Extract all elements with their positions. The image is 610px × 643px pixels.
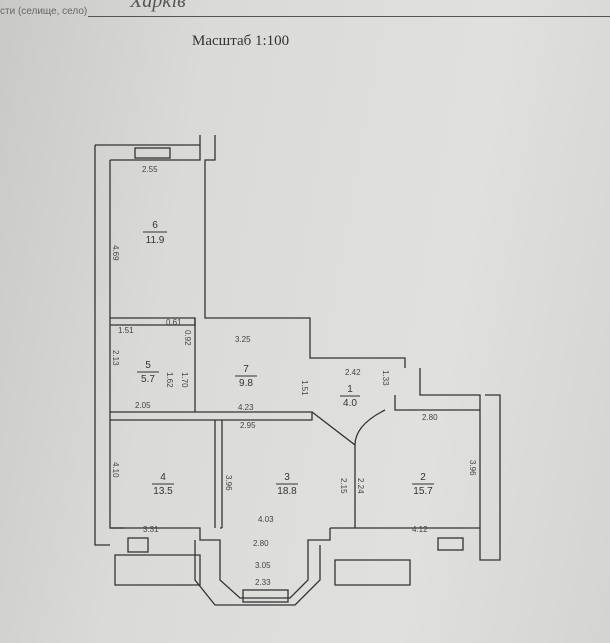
dimension-label: 2.33 <box>255 578 271 587</box>
dimension-label: 2.80 <box>253 539 269 548</box>
dimension-label: 4.03 <box>258 515 274 524</box>
dimension-label: 3.96 <box>224 475 233 491</box>
dimension-label: 0.61 <box>166 318 182 327</box>
outer-wall-left <box>94 145 125 546</box>
dimension-label: 4.12 <box>412 525 428 534</box>
room-area: 13.5 <box>153 486 173 497</box>
window <box>437 537 464 551</box>
window <box>127 537 149 553</box>
dimension-label: 3.05 <box>255 561 271 570</box>
room-number: 5 <box>145 360 151 371</box>
room-1: 14.0 <box>340 384 360 409</box>
dimension-label: 3.96 <box>468 460 477 476</box>
locality-field-label: сти (селище, село) <box>0 6 88 17</box>
room-number: 2 <box>420 472 426 483</box>
window <box>242 589 289 603</box>
room-5: 55.7 <box>137 360 159 385</box>
window <box>134 147 171 159</box>
bay-window <box>110 527 411 606</box>
dimension-label: 1.33 <box>381 370 390 386</box>
dimension-label: 1.62 <box>165 372 174 388</box>
room-6: 611.9 <box>143 220 167 246</box>
room-number: 4 <box>160 472 166 483</box>
room-area: 11.9 <box>146 235 165 246</box>
room-area: 15.7 <box>413 486 433 497</box>
dimension-label: 2.55 <box>142 165 158 174</box>
room-area: 9.8 <box>239 378 253 389</box>
dimension-label: 2.42 <box>345 368 361 377</box>
room-4: 413.5 <box>152 472 174 497</box>
dimension-label: 1.51 <box>118 326 134 335</box>
dimension-label: 2.80 <box>422 413 438 422</box>
room-3: 318.8 <box>276 472 298 497</box>
locality-handwritten-value: Харків <box>130 0 186 12</box>
header: сти (селище, село) Харків <box>0 0 610 30</box>
dimension-label: 2.15 <box>339 478 348 494</box>
inner-walls <box>194 318 480 529</box>
dimension-label: 1.51 <box>300 380 309 396</box>
dimension-label: 4.10 <box>111 462 120 478</box>
room-number: 1 <box>347 384 353 395</box>
dimension-label: 1.70 <box>180 372 189 388</box>
dimension-label: 4.23 <box>238 403 254 412</box>
room-7: 79.8 <box>235 364 257 389</box>
room-number: 3 <box>284 472 290 483</box>
dimension-label: 2.95 <box>240 421 256 430</box>
dimension-label: 2.05 <box>135 401 151 410</box>
dimension-label: 0.92 <box>183 330 192 346</box>
room-number: 7 <box>243 364 249 375</box>
room-area: 18.8 <box>277 486 297 497</box>
locality-underline <box>88 16 610 17</box>
dimension-label: 2.13 <box>111 350 120 366</box>
room-number: 6 <box>152 220 158 231</box>
dimension-label: 2.24 <box>356 478 365 494</box>
scale-label: Масштаб 1:100 <box>192 33 290 49</box>
dimension-label: 3.25 <box>235 335 251 344</box>
dimension-label: 4.69 <box>111 245 120 261</box>
room-area: 5.7 <box>141 374 155 385</box>
room-area: 4.0 <box>343 398 357 409</box>
room-2: 215.7 <box>412 472 434 497</box>
dimension-label: 3.31 <box>143 525 159 534</box>
